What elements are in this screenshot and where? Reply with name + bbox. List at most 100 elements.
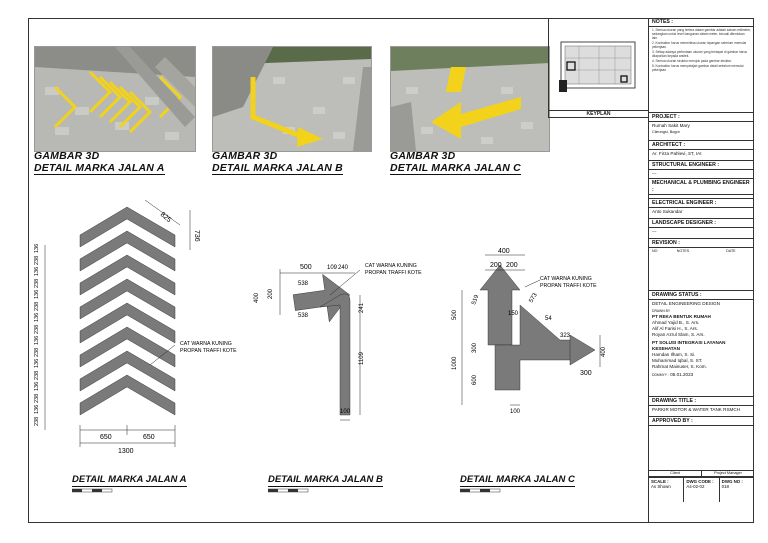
render-b-title-line2: DETAIL MARKA JALAN B xyxy=(212,161,343,175)
notes-header: NOTES : xyxy=(649,19,754,27)
detail-a-left-dim: 238 xyxy=(34,417,40,426)
render-a-title-line1: GAMBAR 3D xyxy=(34,150,100,162)
chevron-mark xyxy=(79,230,176,272)
detail-a-left-dim: 238 xyxy=(34,325,40,334)
detail-a-left-dim: 238 xyxy=(34,279,40,288)
note-5: 5. Kontraktor harus mempelajari gambar d… xyxy=(652,64,744,72)
detail-a-dim-top: 825 xyxy=(159,211,173,224)
render-b-title: GAMBAR 3D DETAIL MARKA JALAN B xyxy=(212,150,343,175)
detail-a-drawing: 650 650 1300 825 736 1362381362381362381… xyxy=(34,199,237,455)
note-2: 2. Kontraktor harus memeriksa ukuran lap… xyxy=(652,41,747,49)
mep-name: --- xyxy=(652,196,657,199)
render-c-title: GAMBAR 3D DETAIL MARKA JALAN C xyxy=(390,150,521,175)
detail-a-left-dim: 136 xyxy=(34,244,40,253)
keyplan-label: KEYPLAN xyxy=(549,110,648,117)
detail-a-dim-w2: 650 xyxy=(143,434,155,441)
detail-a-left-dim: 136 xyxy=(34,267,40,276)
landscape-section: LANDSCAPE DESIGNER : --- xyxy=(649,219,754,239)
scale-value: As Shown xyxy=(651,484,671,489)
project-name: Rumah Sakit Mary xyxy=(652,123,690,128)
detail-a-left-dim: 238 xyxy=(34,256,40,265)
revision-columns: NO NOTES DATE xyxy=(652,249,751,254)
note-1: 1. Semua ukuran yang tertera dalam gamba… xyxy=(652,28,751,40)
detail-c-dim-300: 300 xyxy=(472,342,478,353)
structural-name: --- xyxy=(652,171,657,176)
detail-b-dim-1109: 1109 xyxy=(359,351,365,365)
firm-2-person-1: Hamdan Ilham, S. Si. xyxy=(652,352,696,357)
code-header: DWG CODE : xyxy=(686,479,714,484)
drawing-title-value: PARKIR MOTOR & WATER TANK RSMCH xyxy=(652,407,740,412)
detail-c-note-1: CAT WARNA KUNING xyxy=(540,276,592,282)
status-value: DETAIL ENGINEERING DESIGN xyxy=(652,301,720,306)
mep-header: MECHANICAL & PLUMBING ENGINEER : xyxy=(649,180,754,195)
detail-b-dim-538: 538 xyxy=(298,281,309,287)
detail-a-left-dim: 238 xyxy=(34,371,40,380)
note-3: 3. Setiap adanya perbedaan ukuran yang t… xyxy=(652,50,747,58)
scale-cell: SCALE :As Shown xyxy=(649,478,685,502)
architect-section: ARCHITECT : Ar. Firza Pahlevi, ST, IAI xyxy=(649,141,754,161)
detail-c-dim-400b: 400 xyxy=(601,346,607,357)
detail-b-note-1: CAT WARNA KUNING xyxy=(365,263,417,269)
firm-2-person-3: Rahmat Mainuser, S. Kom. xyxy=(652,364,707,369)
revision-header: REVISION : xyxy=(649,240,754,248)
dwgno-header: DWG NO : xyxy=(721,479,743,484)
detail-c-note-2: PROPAN TRAFFI KOTE xyxy=(540,283,597,289)
detail-c-dim-100: 100 xyxy=(510,409,521,415)
firm-1-person-2: Alif Al Farisi H., S. Ars. xyxy=(652,326,698,331)
pm-signature: Project Manager xyxy=(714,471,742,475)
dwgno-cell: DWG NO :018 xyxy=(720,478,754,502)
detail-b-dim-500: 500 xyxy=(300,264,312,271)
detail-c-title: DETAIL MARKA JALAN C xyxy=(460,474,575,487)
client-signature: Client xyxy=(649,471,702,476)
render-c xyxy=(390,46,550,152)
detail-a-title: DETAIL MARKA JALAN A xyxy=(72,474,187,487)
status-section: DRAWING STATUS : DETAIL ENGINEERING DESI… xyxy=(649,291,754,397)
detail-c-dim-519: 519 xyxy=(471,294,480,306)
landscape-header: LANDSCAPE DESIGNER : xyxy=(649,220,754,228)
detail-c-dim-600: 600 xyxy=(472,374,478,385)
detail-b-dim-100: 100 xyxy=(340,409,351,415)
detail-b-dim-538b: 538 xyxy=(298,313,309,319)
detail-b-dim-241: 241 xyxy=(359,302,365,313)
detail-c-scalebar xyxy=(460,488,501,493)
landscape-name: --- xyxy=(652,229,657,234)
chevron-mark xyxy=(79,302,176,344)
drawing-frame xyxy=(28,18,754,523)
chevron-mark xyxy=(79,350,176,392)
detail-a-left-dim: 136 xyxy=(34,313,40,322)
detail-a-left-dim: 238 xyxy=(34,302,40,311)
status-header: DRAWING STATUS : xyxy=(649,292,754,300)
detail-a-left-dim: 136 xyxy=(34,290,40,299)
detail-c-drawing: 400 200 200 519 573 150 54 323 500 1000 … xyxy=(452,248,607,415)
date-label: DDMMYY : xyxy=(652,373,669,377)
project-section: PROJECT : Rumah Sakit Mary Cileungsi, Bo… xyxy=(649,113,754,141)
detail-a-dim-right: 736 xyxy=(193,230,200,242)
detail-a-note-2: PROPAN TRAFFI KOTE xyxy=(180,348,237,354)
structural-section: STRUCTURAL ENGINEER : --- xyxy=(649,161,754,179)
keyplan: KEYPLAN xyxy=(548,18,648,118)
detail-b-dim-240: 240 xyxy=(338,265,349,271)
chevron-mark xyxy=(79,206,176,248)
drawn-by-label: DRAWN BY xyxy=(652,309,671,313)
detail-c-dim-573: 573 xyxy=(529,292,540,304)
code-cell: DWG CODE :A4-02-02 xyxy=(684,478,720,502)
mep-section: MECHANICAL & PLUMBING ENGINEER : --- xyxy=(649,179,754,199)
detail-c-dim-300b: 300 xyxy=(580,370,592,377)
render-b-image xyxy=(213,47,371,151)
detail-a-left-dim: 136 xyxy=(34,359,40,368)
chevron-mark xyxy=(79,278,176,320)
rev-col-date: DATE xyxy=(726,249,736,253)
detail-a-left-dim: 238 xyxy=(34,348,40,357)
note-4: 4. Semua ukuran struktur merujuk pada ga… xyxy=(652,59,732,63)
detail-a-left-dim: 238 xyxy=(34,394,40,403)
date-value: 05.01.2023 xyxy=(670,372,694,377)
rev-col-notes: NOTES xyxy=(676,249,690,253)
detail-a-dim-w1: 650 xyxy=(100,434,112,441)
detail-c-dim-200b: 200 xyxy=(506,262,518,269)
electrical-header: ELECTRICAL ENGINEER : xyxy=(649,200,754,208)
scale-code-row: SCALE :As Shown DWG CODE :A4-02-02 DWG N… xyxy=(649,477,754,502)
render-a-title-line2: DETAIL MARKA JALAN A xyxy=(34,161,165,175)
detail-b-title: DETAIL MARKA JALAN B xyxy=(268,474,383,487)
render-c-image xyxy=(391,47,549,151)
